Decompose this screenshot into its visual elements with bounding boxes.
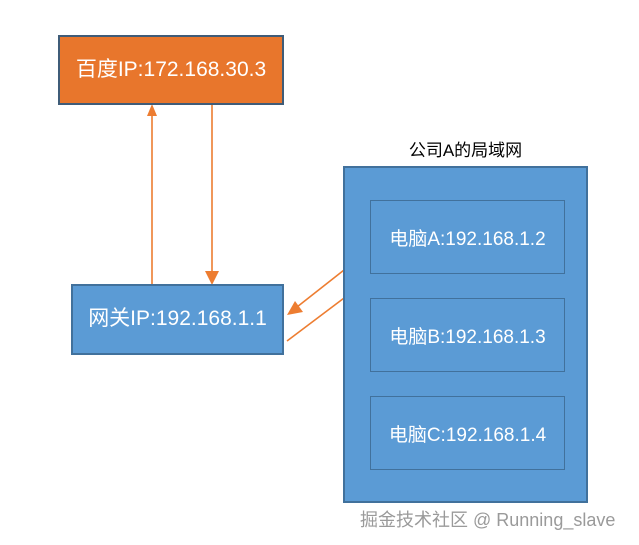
arrow-internet-to-gateway	[205, 105, 219, 285]
node-internet-server[interactable]: 百度IP:172.168.30.3	[58, 35, 284, 105]
host-a-label: 电脑A:192.168.1.2	[389, 228, 546, 250]
lan-container[interactable]: 电脑A:192.168.1.2 电脑B:192.168.1.3 电脑C:192.…	[343, 166, 588, 503]
host-b-label: 电脑B:192.168.1.3	[389, 326, 546, 348]
host-b-box[interactable]: 电脑B:192.168.1.3	[370, 298, 565, 372]
watermark: 掘金技术社区 @ Running_slave	[360, 510, 616, 530]
host-c-box[interactable]: 电脑C:192.168.1.4	[370, 396, 565, 470]
node-internet-label: 百度IP:172.168.30.3	[75, 57, 267, 81]
host-a-box[interactable]: 电脑A:192.168.1.2	[370, 200, 565, 274]
node-gateway-label: 网关IP:192.168.1.1	[88, 307, 267, 331]
host-c-label: 电脑C:192.168.1.4	[388, 424, 547, 446]
node-gateway[interactable]: 网关IP:192.168.1.1	[71, 284, 284, 355]
lan-title: 公司A的局域网	[408, 141, 523, 160]
arrow-gateway-to-internet	[147, 104, 157, 300]
